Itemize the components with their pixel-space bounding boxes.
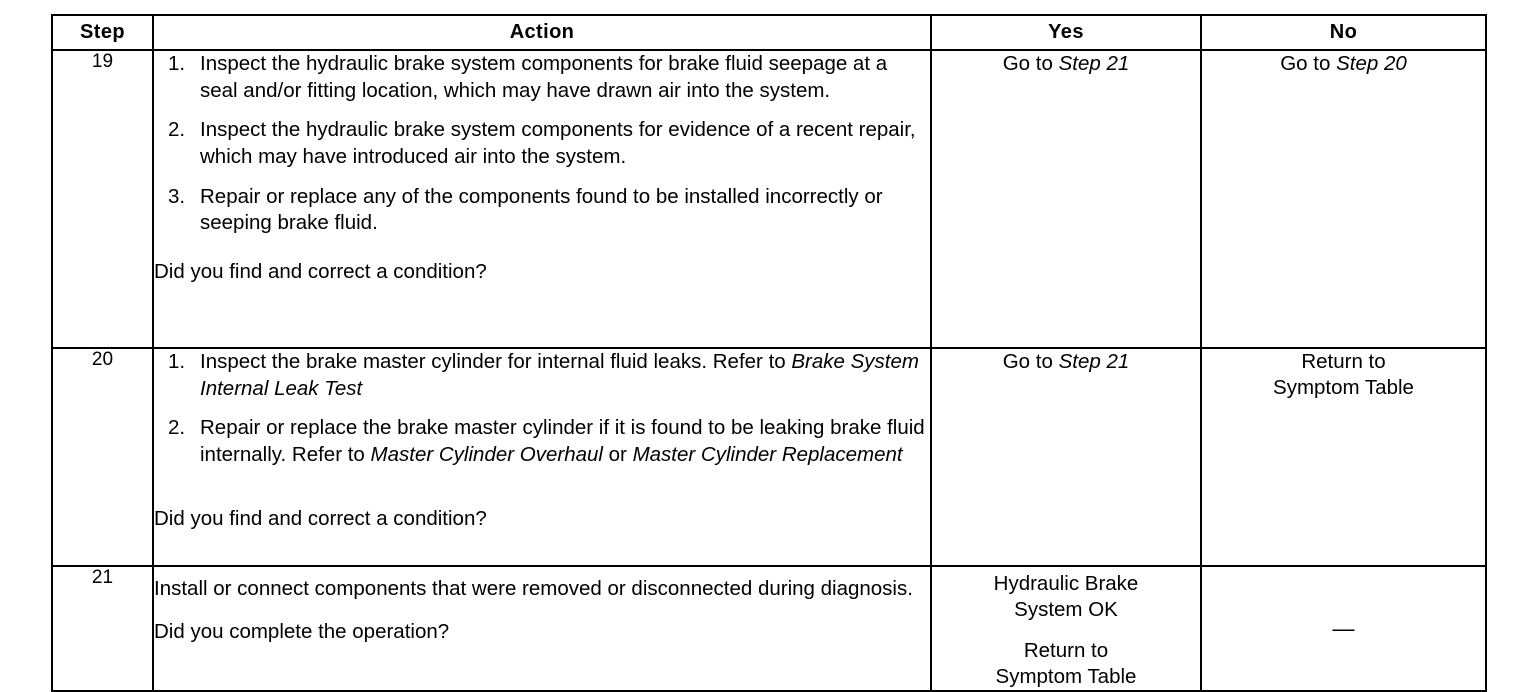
action-question-20: Did you find and correct a condition? [154, 506, 487, 530]
column-header-step: Step [51, 14, 154, 51]
no-result-dash: — [1332, 615, 1355, 641]
yes-result-19: Go to Step 21 [930, 49, 1202, 349]
action-list-item: Repair or replace any of the components … [168, 184, 883, 235]
yes-result-line-4: Symptom Table [995, 664, 1137, 688]
yes-result-20: Go to Step 21 [930, 347, 1202, 567]
action-list-item: Inspect the brake master cylinder for in… [168, 349, 919, 400]
no-result-21: — [1200, 565, 1487, 692]
action-cell-20: Inspect the brake master cylinder for in… [152, 347, 932, 567]
no-result-19: Go to Step 20 [1200, 49, 1487, 349]
table-row: 21 Install or connect components that we… [51, 565, 1487, 692]
table-header-row: Step Action Yes No [51, 14, 1487, 51]
goto-lead-text: Go to [1002, 52, 1059, 75]
step-number-21: 21 [51, 565, 154, 692]
step-number-20: 20 [51, 347, 154, 567]
yes-result-line: Go to Step 21 [932, 349, 1200, 375]
yes-result-line-3: Return to [1023, 639, 1109, 663]
goto-step-reference: Step 21 [1058, 350, 1130, 373]
document-reference: Master Cylinder Overhaul [370, 442, 603, 466]
step-number-19: 19 [51, 49, 154, 349]
yes-result-line-2: System OK [1014, 597, 1118, 621]
column-header-no: No [1200, 14, 1487, 51]
action-question-19: Did you find and correct a condition? [154, 259, 487, 283]
no-result-line-1: Return to [1301, 350, 1386, 373]
goto-lead-text: Go to [1280, 52, 1337, 75]
action-step-list-19: Inspect the hydraulic brake system compo… [154, 51, 930, 237]
action-list-item: Inspect the hydraulic brake system compo… [168, 51, 888, 102]
no-result-line-2: Symptom Table [1273, 375, 1414, 399]
goto-step-reference: Step 21 [1058, 52, 1130, 75]
action-list-item: Inspect the hydraulic brake system compo… [168, 117, 916, 168]
action-cell-19: Inspect the hydraulic brake system compo… [152, 49, 932, 349]
action-cell-21: Install or connect components that were … [152, 565, 932, 692]
table-row: 19 Inspect the hydraulic brake system co… [51, 49, 1487, 349]
action-list-item: Repair or replace the brake master cylin… [168, 415, 925, 466]
diagnostic-table: Step Action Yes No 19 Inspect the hydrau… [51, 14, 1487, 692]
yes-result-line-1: Hydraulic Brake [993, 572, 1139, 595]
column-header-action: Action [152, 14, 932, 51]
goto-lead-text: Go to [1002, 350, 1059, 373]
table-row: 20 Inspect the brake master cylinder for… [51, 347, 1487, 567]
column-header-yes: Yes [930, 14, 1202, 51]
yes-result-21: Hydraulic Brake System OK Return to Symp… [930, 565, 1202, 692]
action-question-21: Did you complete the operation? [154, 619, 450, 643]
document-reference: Master Cylinder Replacement [632, 442, 903, 466]
action-step-list-20: Inspect the brake master cylinder for in… [154, 349, 930, 469]
action-statement-21: Install or connect components that were … [154, 577, 913, 600]
no-result-line: Go to Step 20 [1202, 51, 1485, 77]
goto-step-reference: Step 20 [1336, 52, 1407, 75]
yes-result-line: Go to Step 21 [932, 51, 1200, 77]
document-reference: Brake System Internal Leak Test [200, 350, 919, 400]
no-result-20: Return to Symptom Table [1200, 347, 1487, 567]
